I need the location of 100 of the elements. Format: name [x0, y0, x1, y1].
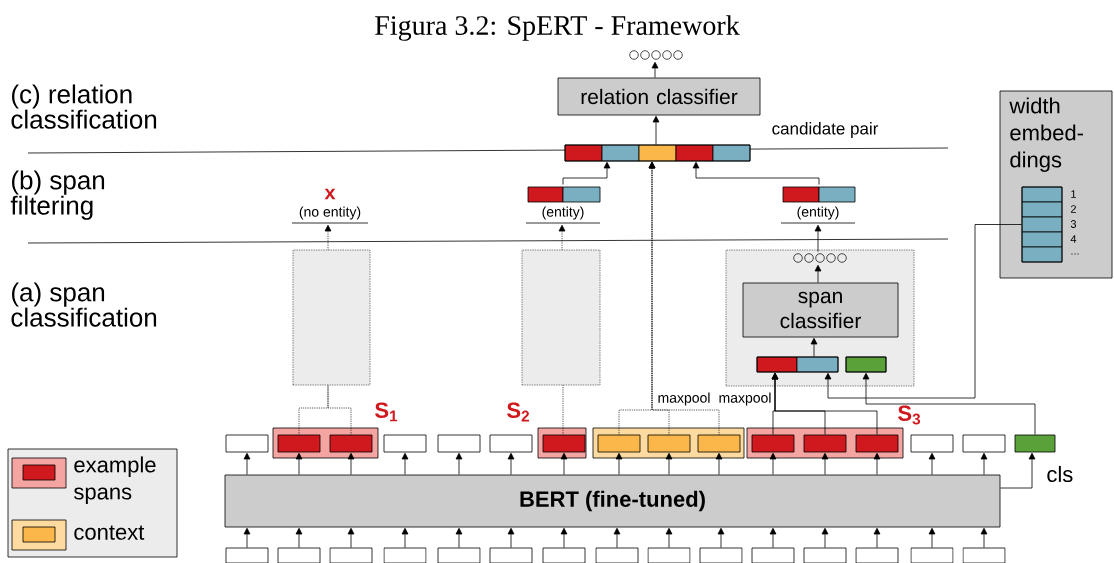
arrow — [401, 527, 409, 548]
arrow — [665, 452, 673, 475]
arrow — [243, 452, 251, 475]
classifier-box: span classifier — [742, 282, 899, 338]
token-box — [225, 434, 269, 453]
classifier-placeholder — [292, 249, 371, 386]
arrow — [651, 61, 659, 78]
arrow — [769, 527, 777, 548]
arrow — [455, 527, 463, 548]
arrow — [1000, 452, 1036, 489]
token-box — [751, 434, 795, 453]
arrow — [873, 527, 881, 548]
figure-title: Figura 3.2: SpERT - Framework — [375, 15, 740, 41]
legend-label: context — [74, 525, 145, 540]
row-number: 1 — [1071, 190, 1076, 198]
vector-bar — [564, 144, 751, 162]
arrow — [243, 527, 251, 548]
arrow — [980, 527, 988, 548]
section-label: (a) span classification — [11, 282, 157, 327]
token-box — [699, 547, 743, 563]
token-box — [697, 434, 741, 453]
node-label: (entity) — [797, 206, 839, 220]
span-label: S$_{2}$ — [507, 402, 530, 422]
token-box — [225, 547, 269, 563]
section-label: (b) span filtering — [10, 170, 105, 220]
token-box — [437, 434, 481, 453]
arrow — [648, 161, 720, 435]
arrow — [824, 224, 1022, 399]
arrow — [455, 452, 463, 475]
bar-caption: candidate pair — [772, 122, 879, 138]
arrow — [980, 452, 988, 475]
token-box — [437, 547, 481, 563]
entity-output: (entity) — [525, 186, 601, 224]
span-label: S$_{1}$ — [375, 402, 398, 422]
encoder-box: BERT (fine-tuned) — [224, 474, 1001, 528]
embedding-table — [1021, 186, 1063, 263]
classifier-box: relation classifier — [557, 77, 761, 116]
section-label: (c) relation classification — [11, 84, 157, 129]
edge-label: maxpool — [658, 392, 710, 406]
span-label: S$_{3}$ — [898, 405, 921, 425]
arrow — [324, 224, 332, 251]
token-box — [277, 434, 321, 453]
connector-line — [327, 384, 352, 435]
token-box — [855, 434, 899, 453]
token-box — [597, 434, 641, 453]
row-number: 4 — [1070, 235, 1077, 243]
arrow — [347, 452, 355, 475]
arrow — [814, 224, 822, 252]
arrow — [769, 452, 777, 475]
token-box — [329, 434, 373, 453]
arrow — [558, 224, 566, 251]
rejected-output: x (no entity) — [291, 188, 369, 224]
token-box — [910, 434, 954, 453]
token-box — [751, 547, 795, 563]
token-box — [803, 547, 847, 563]
output-circles — [793, 253, 847, 263]
arrow — [613, 527, 621, 548]
arrow — [821, 452, 829, 475]
token-box — [803, 434, 847, 453]
arrow — [295, 452, 303, 475]
arrow — [401, 452, 409, 475]
classifier-placeholder — [521, 249, 601, 386]
token-box — [542, 547, 586, 563]
token-caption: cls — [1047, 465, 1073, 483]
row-number: 3 — [1070, 220, 1077, 228]
arrow — [692, 161, 820, 185]
token-box — [595, 547, 639, 563]
arrow — [821, 527, 829, 548]
arrow — [560, 527, 568, 548]
arrow — [810, 337, 818, 357]
token-box — [277, 547, 321, 563]
token-box — [962, 547, 1006, 563]
arrow — [928, 452, 936, 475]
token-box — [647, 434, 691, 453]
arrow — [652, 115, 660, 145]
arrow — [873, 452, 881, 475]
arrow — [507, 452, 515, 475]
output-circles — [629, 50, 683, 60]
arrow — [862, 372, 1036, 435]
token-box — [647, 547, 691, 563]
arrow — [347, 527, 355, 548]
token-box — [329, 547, 373, 563]
token-box — [489, 434, 533, 453]
row-number: ... — [1071, 253, 1079, 255]
arrow — [615, 452, 623, 475]
connector-line — [562, 384, 564, 435]
arrow — [771, 372, 878, 435]
token-box — [383, 434, 427, 453]
token-box — [489, 547, 533, 563]
entity-output: (entity) — [780, 186, 856, 224]
arrow — [665, 527, 673, 548]
token-box — [855, 547, 899, 563]
edge-label: maxpool — [719, 392, 771, 406]
arrow — [560, 452, 568, 475]
token-box — [962, 434, 1006, 453]
row-number: 2 — [1070, 205, 1076, 213]
vector-bar — [845, 356, 887, 373]
arrow — [928, 527, 936, 548]
vector-bar — [756, 356, 839, 373]
token-box — [910, 547, 954, 563]
